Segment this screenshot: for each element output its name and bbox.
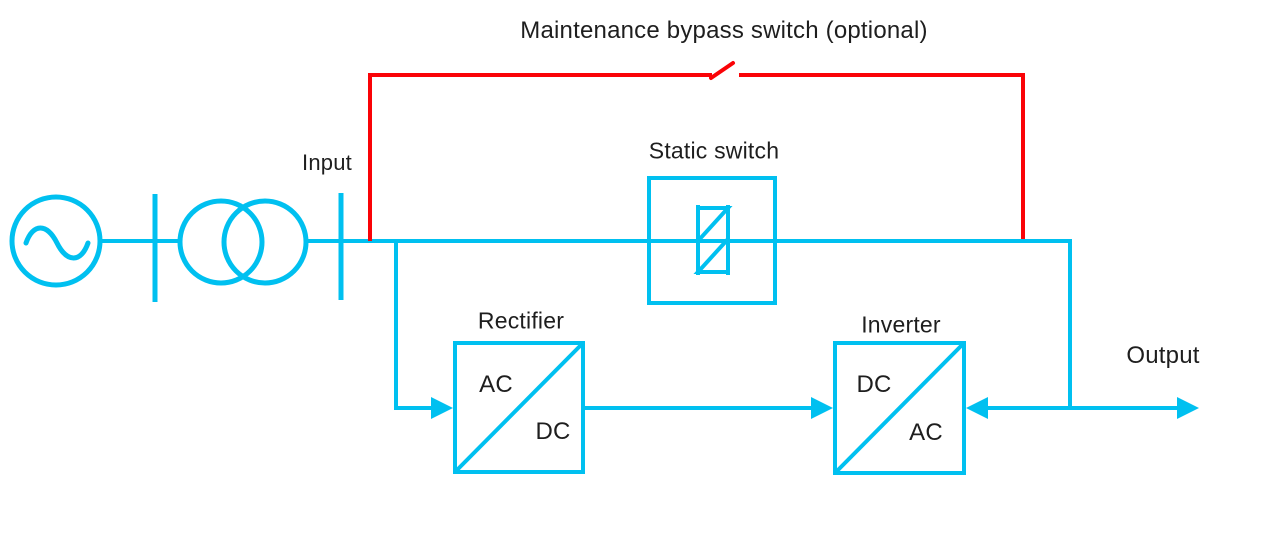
input-label: Input <box>302 149 352 175</box>
rectifier-label: Rectifier <box>477 307 565 334</box>
static-switch-box <box>647 176 777 305</box>
output-label: Output <box>1126 341 1200 369</box>
inverter-box <box>833 341 966 475</box>
rectifier-ac-label: AC <box>479 370 513 398</box>
transformer-secondary-coil <box>221 198 309 286</box>
open-switch-blade-icon <box>709 61 735 80</box>
bypass-line-right <box>739 73 1025 239</box>
arrowhead-icon <box>431 397 453 419</box>
arrowhead-icon <box>811 397 833 419</box>
bypass-switch-label: Maintenance bypass switch (optional) <box>520 16 928 44</box>
triac-upper-triangle <box>696 206 733 247</box>
rectifier-diagonal <box>455 343 583 472</box>
inverter-ac-label: AC <box>909 418 943 446</box>
triac-lower-triangle <box>693 233 730 274</box>
inverter-label: Inverter <box>861 311 941 338</box>
rectifier-dc-label: DC <box>535 417 571 445</box>
static-switch-label: Static switch <box>648 137 780 164</box>
transformer-icon <box>177 198 309 286</box>
main-bus-line <box>306 239 1072 408</box>
arrowhead-icon <box>966 397 988 419</box>
rectifier-feed-line <box>394 241 434 410</box>
transformer-primary-coil <box>177 198 265 286</box>
inverter-diagonal <box>835 343 964 473</box>
triac-icon <box>693 205 733 275</box>
arrowhead-icon <box>1177 397 1199 419</box>
sine-wave-icon <box>23 225 91 261</box>
bypass-line-left <box>368 73 712 241</box>
inverter-dc-label: DC <box>856 370 892 398</box>
